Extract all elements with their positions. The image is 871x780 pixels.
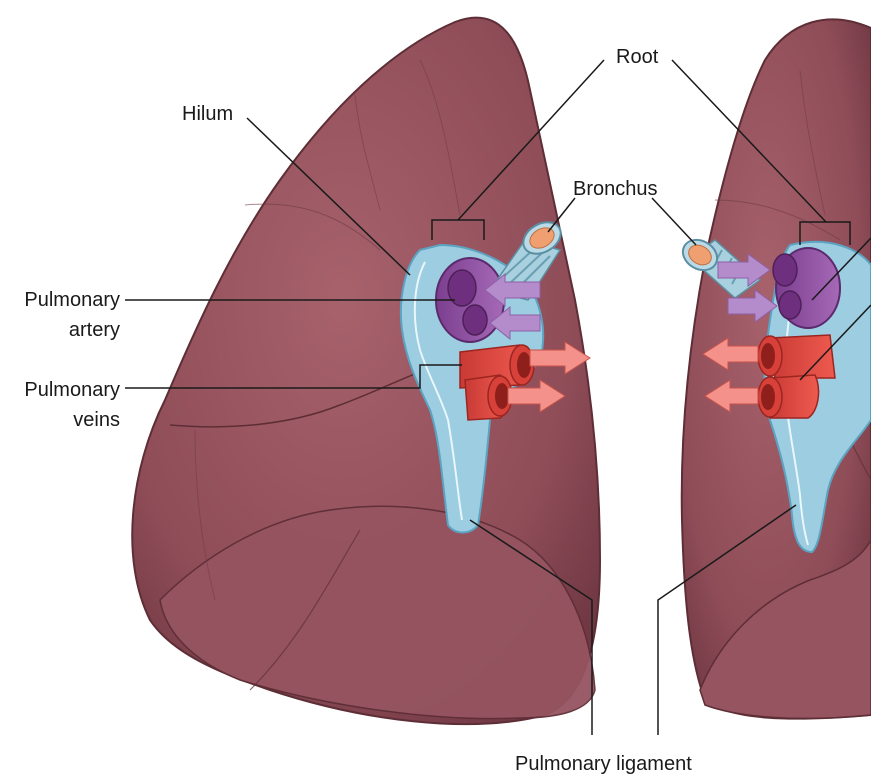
pulmonary-veins-label-line1: Pulmonary xyxy=(10,378,120,402)
hilum-label: Hilum xyxy=(182,102,233,126)
bronchus-label: Bronchus xyxy=(573,177,658,201)
pulmonary-ligament-label: Pulmonary ligament xyxy=(515,752,692,776)
pulmonary-artery-label-line1: Pulmonary xyxy=(10,288,120,312)
root-label: Root xyxy=(616,45,658,69)
pulmonary-artery-label-line2: artery xyxy=(10,318,120,342)
pulmonary-veins-label-line2: veins xyxy=(10,408,120,432)
